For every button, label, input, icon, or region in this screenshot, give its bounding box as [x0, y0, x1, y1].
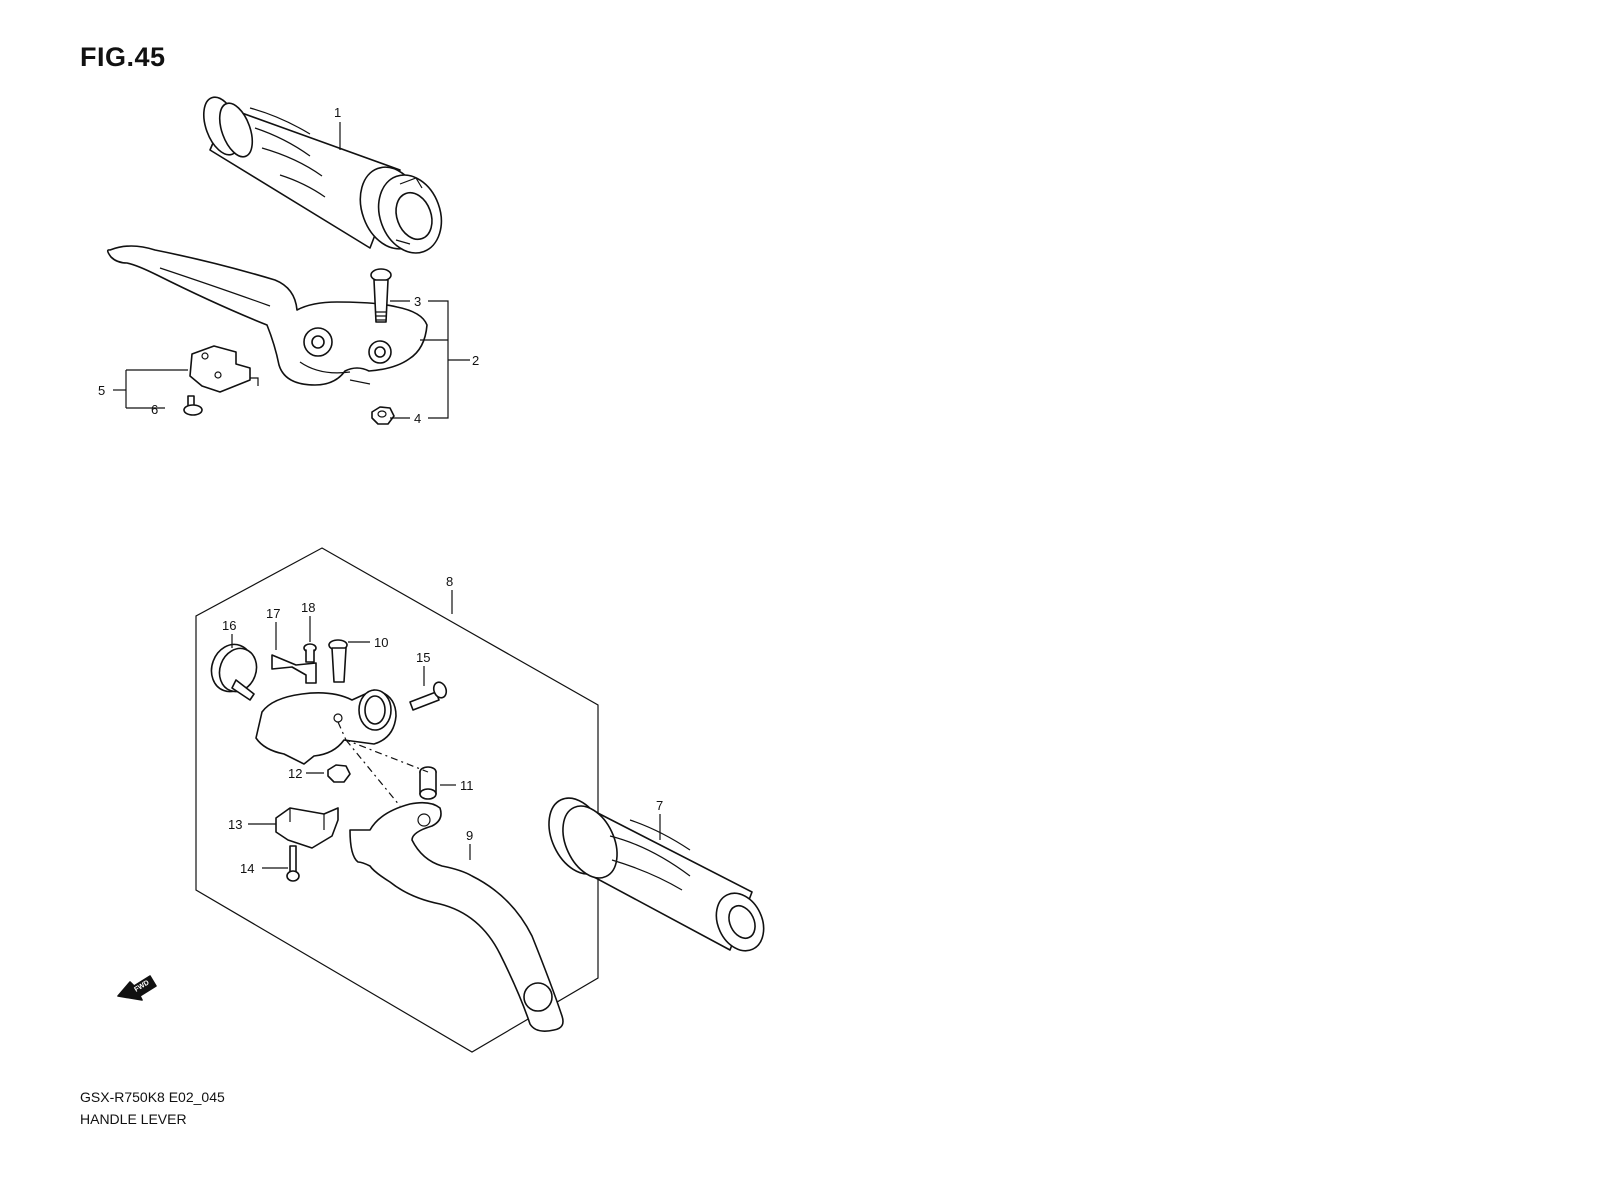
- adjuster-dial: [210, 643, 258, 701]
- pivot-bushing: [419, 766, 437, 800]
- clutch-pivot-bolt: [328, 639, 348, 683]
- lever-nut: [371, 406, 395, 425]
- figure-name: HANDLE LEVER: [80, 1111, 187, 1127]
- callout-12: 12: [288, 766, 302, 781]
- upper-leaders: [113, 122, 470, 419]
- throttle-grip: [202, 96, 443, 254]
- callout-14: 14: [240, 861, 254, 876]
- callout-7: 7: [656, 798, 663, 813]
- clutch-lever-holder: [255, 689, 397, 765]
- figure-title: FIG.45: [80, 42, 166, 72]
- switch-screw: [183, 395, 203, 416]
- callout-6: 6: [151, 402, 158, 417]
- clutch-nut: [327, 764, 351, 783]
- callout-4: 4: [414, 411, 421, 426]
- callout-10: 10: [374, 635, 388, 650]
- callout-17: 17: [266, 606, 280, 621]
- callout-5: 5: [98, 383, 105, 398]
- brake-light-switch: [189, 345, 259, 393]
- callout-18: 18: [301, 600, 315, 615]
- clutch-lever: [349, 801, 564, 1032]
- switch-bracket: [271, 654, 317, 684]
- forward-direction-arrow: FWD: [117, 975, 157, 1001]
- callout-2: 2: [472, 353, 479, 368]
- callout-1: 1: [334, 105, 341, 120]
- bracket-screw: [303, 643, 317, 663]
- model-code: GSX-R750K8 E02_045: [80, 1089, 225, 1105]
- clutch-switch: [275, 807, 339, 849]
- callout-13: 13: [228, 817, 242, 832]
- callout-16: 16: [222, 618, 236, 633]
- callout-8: 8: [446, 574, 453, 589]
- pivot-bolt: [370, 268, 392, 323]
- callout-3: 3: [414, 294, 421, 309]
- callout-15: 15: [416, 650, 430, 665]
- switch-mounting-screw: [286, 845, 300, 882]
- lower-leaders: [231, 590, 661, 869]
- callout-11: 11: [460, 778, 474, 793]
- clutch-lever-kit-boundary: [195, 547, 599, 1053]
- left-handlebar-grip: [548, 797, 765, 952]
- clamp-bolt: [409, 681, 448, 711]
- brake-lever: [106, 245, 428, 386]
- alignment-line: [345, 739, 401, 807]
- callout-9: 9: [466, 828, 473, 843]
